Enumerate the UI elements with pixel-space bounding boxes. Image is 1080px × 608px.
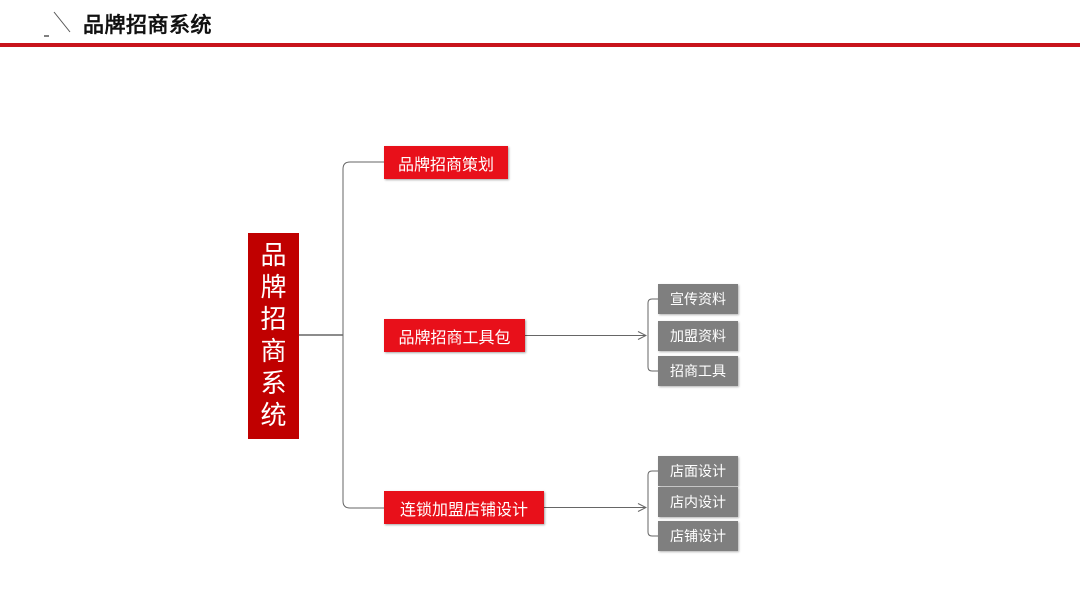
node-interior-design: 店内设计 [658, 487, 738, 517]
root-node-char: 系 [260, 369, 287, 399]
child-bracket [647, 470, 658, 537]
node-storefront-design: 店面设计 [658, 456, 738, 486]
slash-mark-icon [44, 11, 71, 37]
child-bracket [647, 298, 658, 372]
branch-toolkit: 品牌招商工具包 [384, 319, 525, 352]
node-promo-materials: 宣传资料 [658, 284, 738, 314]
root-node-char: 商 [260, 337, 287, 367]
page-title: 品牌招商系统 [83, 13, 212, 37]
title-divider [0, 43, 1080, 47]
root-node-char: 牌 [260, 273, 287, 303]
branch-brand-planning: 品牌招商策划 [384, 146, 508, 179]
node-recruit-tools: 招商工具 [658, 356, 738, 386]
root-node: 品牌招商系统 [248, 233, 299, 439]
branch-store-design: 连锁加盟店铺设计 [384, 491, 544, 524]
root-node-char: 招 [260, 305, 287, 335]
root-node-char: 统 [260, 401, 287, 431]
branch-bracket [342, 161, 384, 509]
node-shop-design: 店铺设计 [658, 521, 738, 551]
node-franchise-materials: 加盟资料 [658, 321, 738, 351]
root-node-char: 品 [260, 241, 287, 271]
